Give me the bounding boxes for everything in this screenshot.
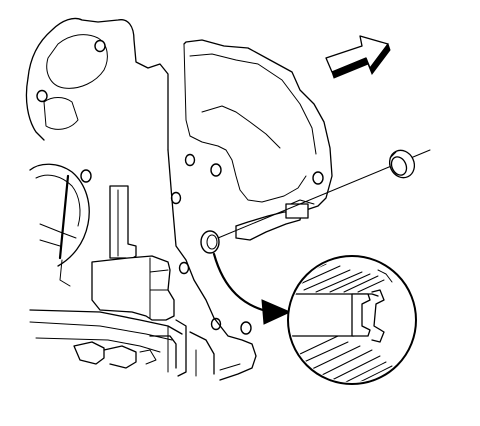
callout-arrow-head <box>261 299 292 325</box>
cover-inner-edge <box>189 53 317 155</box>
callout-arrow <box>212 252 292 325</box>
clip <box>103 345 137 369</box>
plug-bore <box>200 230 220 254</box>
flange <box>149 335 177 369</box>
bore-inner <box>35 174 81 227</box>
block-left-edge <box>25 77 45 141</box>
pan-rail-line <box>29 321 173 341</box>
step-block-2-line <box>149 269 169 273</box>
bolt-hole <box>184 153 196 167</box>
pan-rail-end <box>175 319 187 377</box>
bolt-hole <box>312 171 324 185</box>
block-upper-outline <box>27 17 169 151</box>
detail-upper-edge <box>290 293 379 297</box>
bore-outer <box>29 163 90 267</box>
cover-rib <box>201 105 281 149</box>
step-block-2 <box>91 255 175 321</box>
expansion-plug <box>388 149 416 179</box>
block-inner-pocket <box>46 34 108 89</box>
pan-rail-line <box>35 337 161 353</box>
bore-ring <box>58 174 70 260</box>
bolt-hole <box>80 169 92 183</box>
bolt-hole <box>240 321 252 335</box>
plug-rim <box>389 151 397 159</box>
plug-bore-inner <box>206 234 218 250</box>
detail-hatch-lower <box>299 335 393 382</box>
clip <box>139 349 157 365</box>
detail-plug-profile <box>351 293 371 337</box>
cover-outline <box>183 39 333 227</box>
detail-edge <box>377 269 393 283</box>
block-inner-pocket-lower <box>43 97 79 130</box>
bolt-hole <box>210 163 222 177</box>
engine-block <box>25 17 333 381</box>
direction-arrow-shadow <box>331 42 391 79</box>
plug-inner <box>390 156 408 176</box>
clip <box>73 341 105 365</box>
detail-view <box>287 255 417 385</box>
bore-line <box>39 223 77 239</box>
bore-line <box>39 239 61 247</box>
flange <box>189 331 215 375</box>
direction-arrow <box>325 35 391 79</box>
bolt-hole <box>94 39 106 53</box>
mounting-boss <box>235 207 303 241</box>
detail-bore-wall <box>371 289 385 343</box>
bolt-hole <box>36 89 48 103</box>
callout-arrow-path <box>212 252 272 314</box>
step-block-1 <box>109 185 137 263</box>
pan-rail-top <box>29 309 183 335</box>
bore-tab <box>59 259 71 287</box>
mounting-boss-face <box>285 203 309 219</box>
bolt-hole <box>170 191 182 205</box>
flange <box>219 363 241 371</box>
block-right-edge <box>167 149 257 381</box>
cover-pocket <box>183 43 307 203</box>
bolt-hole <box>210 317 222 331</box>
